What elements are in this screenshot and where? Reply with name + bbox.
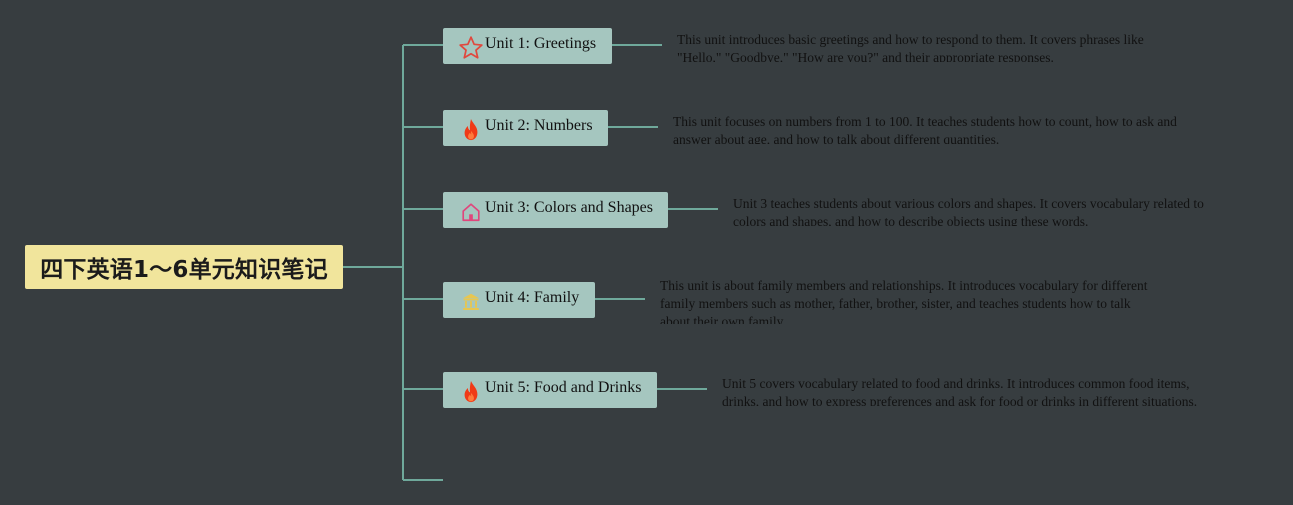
unit-label: Unit 3: Colors and Shapes [485, 198, 653, 216]
root-title: 四下英语1～6单元知识笔记 [40, 257, 328, 283]
unit-note-4: This unit is about family members and re… [660, 278, 1148, 324]
unit-label: Unit 2: Numbers [485, 116, 593, 134]
fire-icon [458, 379, 484, 405]
unit-note-1: This unit introduces basic greetings and… [677, 32, 1144, 62]
fire-icon [458, 117, 484, 143]
unit-node-5[interactable]: Unit 5: Food and Drinks [443, 372, 657, 408]
unit-note-5: Unit 5 covers vocabulary related to food… [722, 376, 1198, 406]
unit-note-2: This unit focuses on numbers from 1 to 1… [673, 114, 1177, 144]
building-icon [458, 289, 484, 315]
unit-label: Unit 5: Food and Drinks [485, 378, 642, 396]
root-topic[interactable]: 四下英语1～6单元知识笔记 [25, 245, 343, 289]
unit-node-4[interactable]: Unit 4: Family [443, 282, 595, 318]
unit-label: Unit 4: Family [485, 288, 580, 306]
unit-note-3: Unit 3 teaches students about various co… [733, 196, 1204, 226]
house-icon [458, 199, 484, 225]
unit-label: Unit 1: Greetings [485, 34, 597, 52]
unit-node-1[interactable]: Unit 1: Greetings [443, 28, 612, 64]
unit-node-2[interactable]: Unit 2: Numbers [443, 110, 608, 146]
star-icon [458, 35, 484, 61]
unit-node-3[interactable]: Unit 3: Colors and Shapes [443, 192, 668, 228]
